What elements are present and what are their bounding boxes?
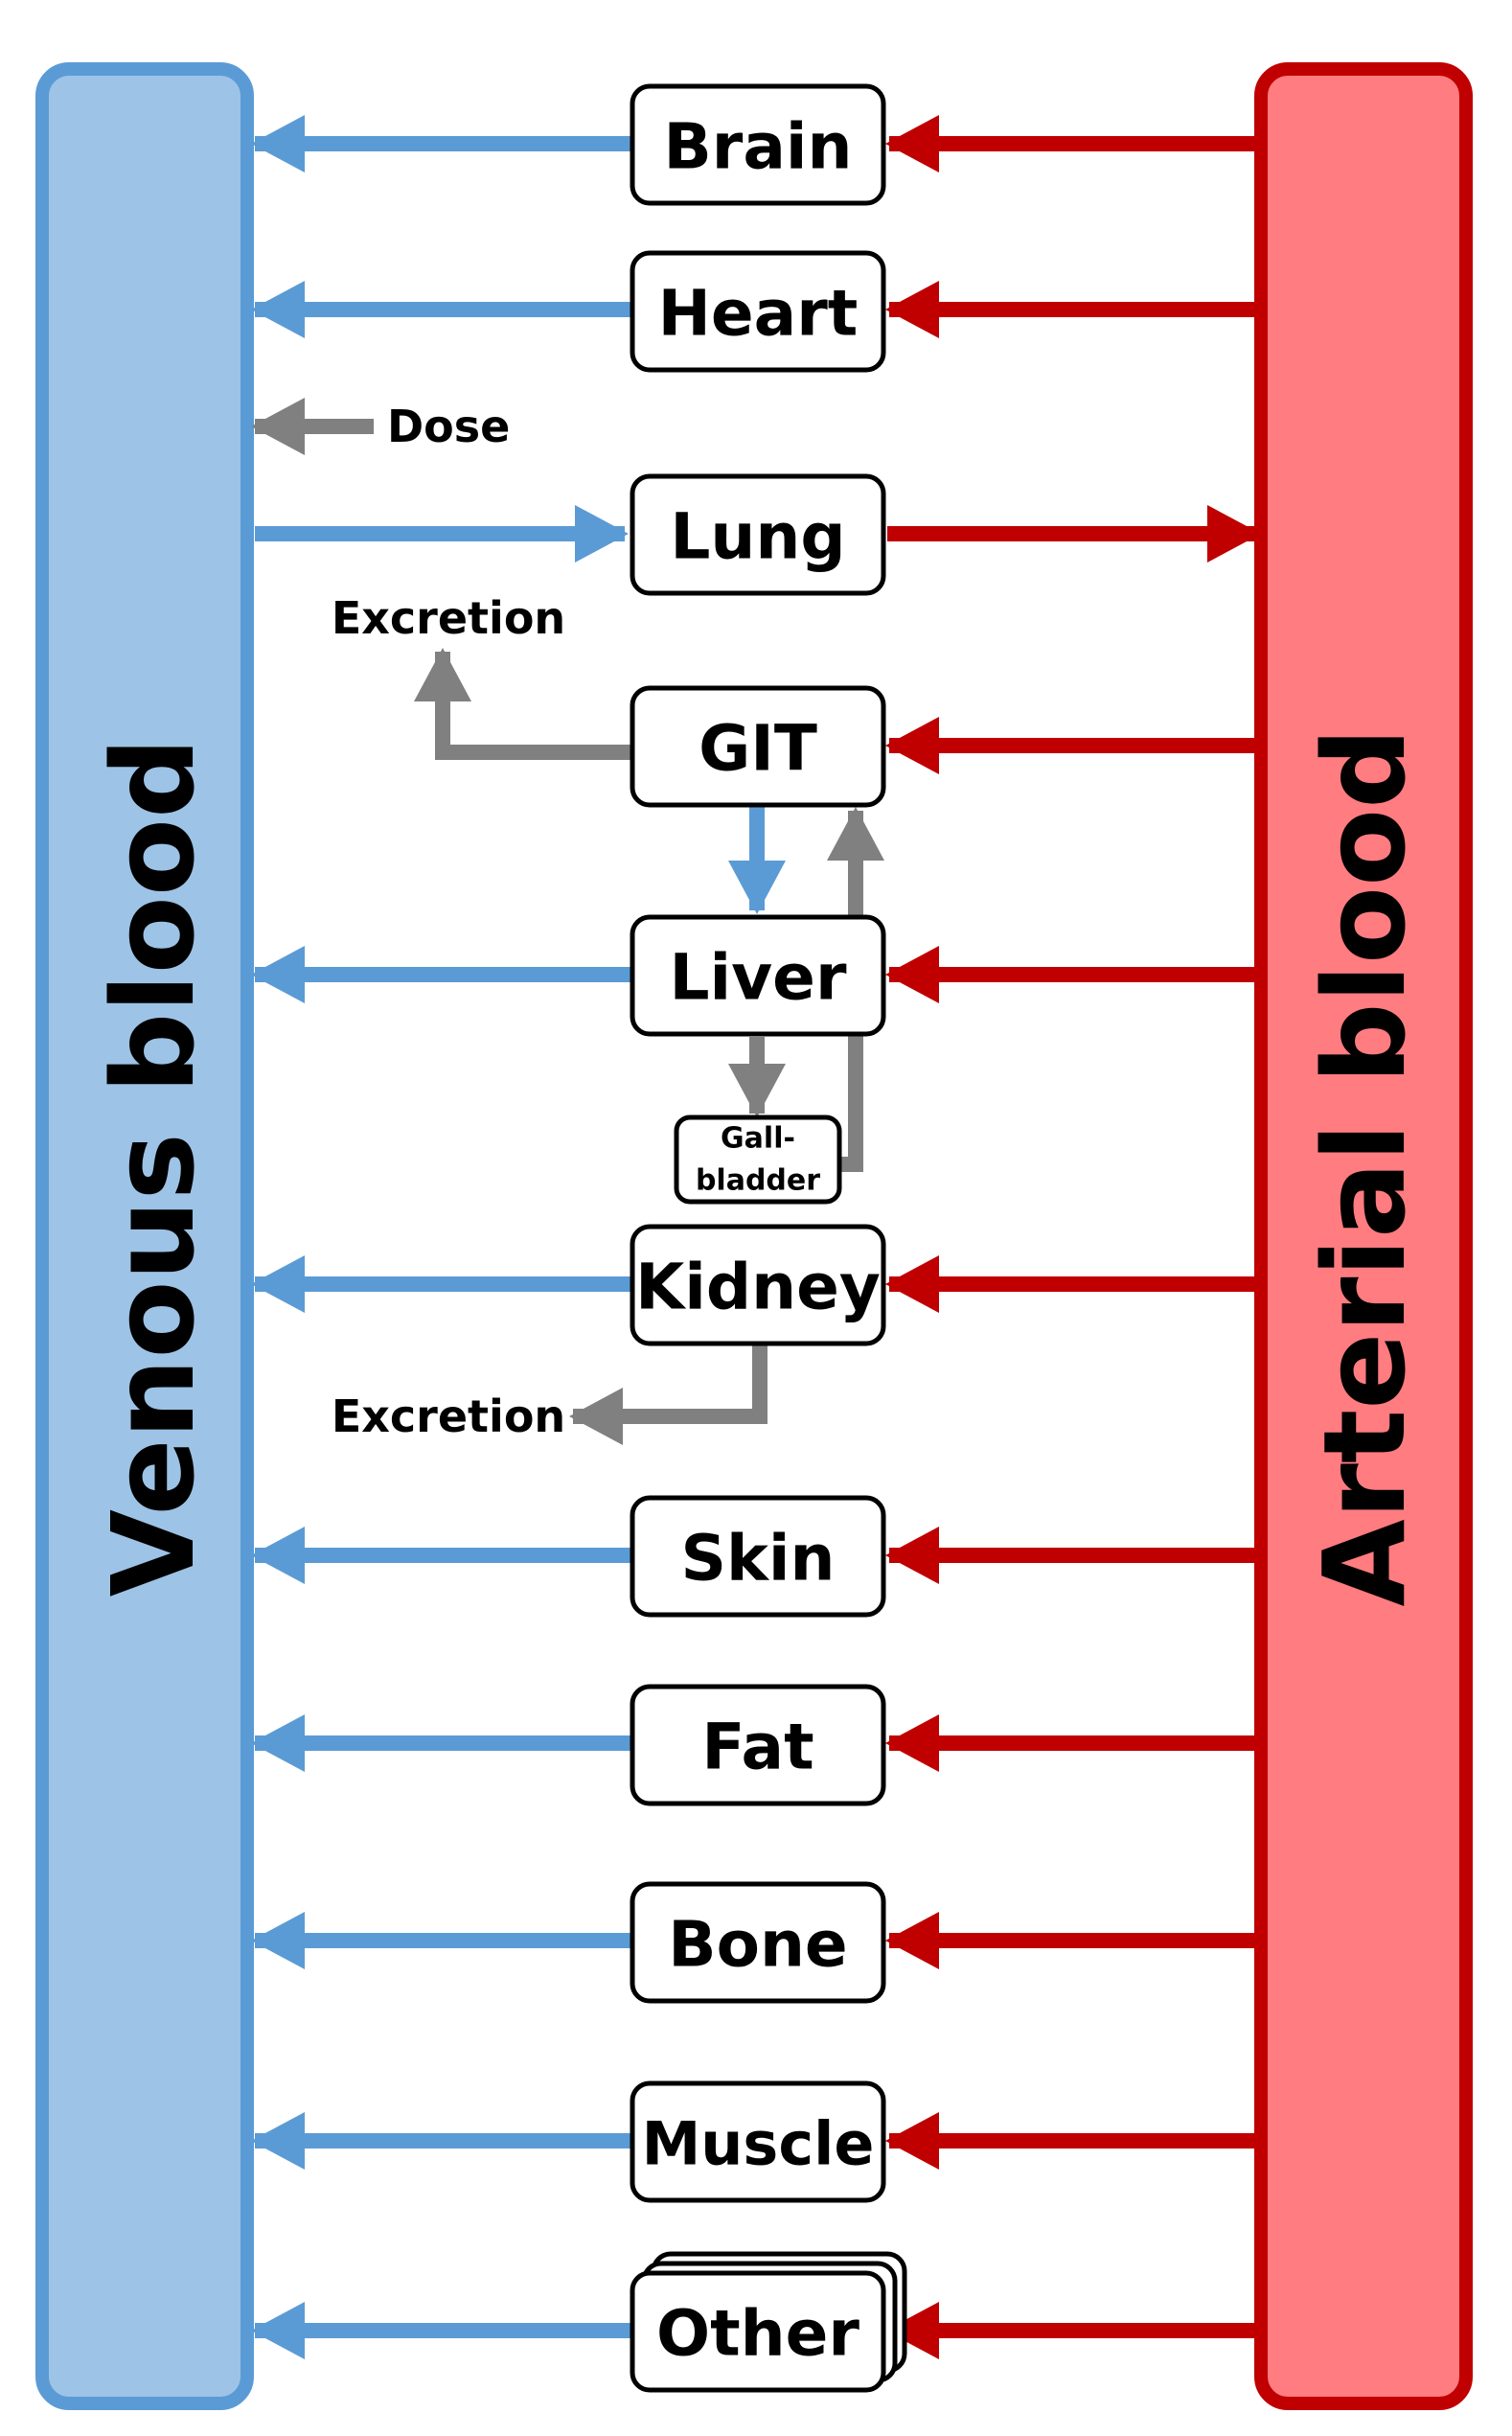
other-label: Other (656, 2297, 859, 2371)
dose-label: Dose (387, 401, 510, 452)
fat-label: Fat (701, 1711, 813, 1784)
liver-label: Liver (669, 941, 846, 1015)
skin-label: Skin (680, 1522, 835, 1596)
gallbladder-label-line1: Gall- (721, 1122, 795, 1156)
git-label: GIT (699, 712, 817, 786)
git-excretion-arrow (443, 652, 630, 752)
arterial-blood-label: Arterial blood (1298, 727, 1431, 1606)
git-excretion-label: Excretion (332, 592, 565, 644)
kidney-label: Kidney (635, 1251, 881, 1324)
arterial-arrows (887, 144, 1257, 2331)
bone-label: Bone (668, 1908, 847, 1982)
venous-blood-label: Venous blood (87, 738, 219, 1597)
organ-boxes (632, 86, 883, 2390)
muscle-label: Muscle (642, 2109, 875, 2179)
kidney-excretion-arrow (573, 1345, 760, 1416)
brain-label: Brain (663, 110, 852, 184)
gallbladder-label-line2: bladder (696, 1164, 820, 1198)
kidney-excretion-label: Excretion (332, 1390, 565, 1442)
lung-label: Lung (670, 500, 845, 574)
heart-label: Heart (658, 277, 859, 351)
